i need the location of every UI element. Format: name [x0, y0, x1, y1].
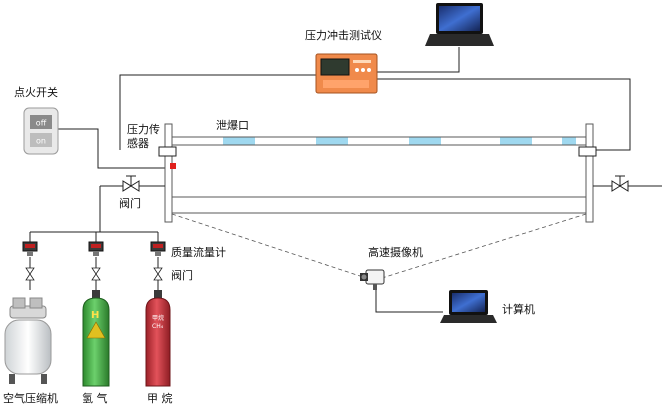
vent-window-1: [223, 137, 255, 145]
air-compressor-icon: [4, 297, 52, 384]
pressure-sensor-label-line1: 压力传: [127, 123, 160, 136]
left-pressure-sensor: [158, 146, 177, 157]
vent-window-2: [316, 137, 348, 145]
switch-off-label: off: [36, 119, 47, 128]
flow-meter-icon: [150, 241, 166, 256]
vent-window-4: [500, 137, 532, 145]
exhaust-valve-icon[interactable]: [611, 175, 629, 192]
methane-bottle-mark-line2: CH₄: [152, 323, 164, 330]
switch-off-button[interactable]: [30, 115, 52, 129]
switch-on-button[interactable]: [30, 133, 52, 147]
methane-label: 甲 烷: [147, 391, 173, 405]
pressure-sensors: [158, 146, 597, 169]
laptop-icon: [440, 290, 497, 323]
right-pressure-sensor: [578, 146, 597, 157]
tube-flanges: [164, 123, 594, 223]
flow-meter-icons: [22, 241, 166, 256]
vent-tube: [167, 136, 591, 146]
right-flange: [585, 123, 594, 223]
pressure-tester-icon: [315, 53, 378, 94]
camera-field-of-view: [171, 213, 587, 279]
pressure-tester-label: 压力冲击测试仪: [305, 28, 382, 42]
hydrogen-cylinder-icon: [82, 290, 110, 387]
signal-wires: [58, 47, 631, 313]
mass-flow-meter-label: 质量流量计: [171, 245, 226, 259]
branch-valve-icons: [25, 267, 163, 281]
tester-to-right-sensor-wire: [377, 78, 631, 151]
left-flange: [164, 123, 173, 223]
switch-to-igniter-wire: [58, 128, 170, 169]
laptop-icon: [425, 3, 494, 46]
explosion-chamber: [171, 196, 587, 214]
valve-icon[interactable]: [122, 175, 140, 192]
air-compressor-label: 空气压缩机: [3, 391, 58, 405]
flow-meter-icon: [88, 241, 104, 256]
igniter-mark: [170, 163, 176, 169]
vent-label: 泄爆口: [216, 118, 249, 132]
flow-meter-icon: [22, 241, 38, 256]
switch-on-label: on: [36, 137, 46, 146]
pressure-sensor-label-line2: 感器: [127, 137, 149, 150]
gas-feed-lines: [29, 185, 662, 290]
vent-window-5: [562, 137, 576, 145]
main-valve-label: 阀门: [119, 196, 141, 210]
sensor-to-tester-wire: [119, 74, 316, 150]
hydrogen-bottle-mark: H: [91, 310, 99, 321]
ignition-switch-label: 点火开关: [14, 85, 58, 99]
vent-window-3: [409, 137, 441, 145]
branch-valve-label: 阀门: [171, 268, 193, 282]
computer-label: 计算机: [502, 302, 535, 316]
methane-bottle-mark-line1: 甲烷: [152, 314, 164, 322]
methane-cylinder-icon: [145, 290, 171, 387]
high-speed-camera-label: 高速摄像机: [368, 245, 423, 259]
camera-to-computer-wire: [375, 285, 443, 313]
ignition-switch-icon[interactable]: [23, 107, 59, 155]
valve-icon[interactable]: [91, 267, 101, 281]
valve-icon[interactable]: [25, 267, 35, 281]
valve-icon[interactable]: [153, 267, 163, 281]
tester-to-laptop-wire: [377, 47, 460, 73]
hydrogen-label: 氢 气: [82, 391, 108, 405]
camera-icon: [360, 269, 385, 290]
